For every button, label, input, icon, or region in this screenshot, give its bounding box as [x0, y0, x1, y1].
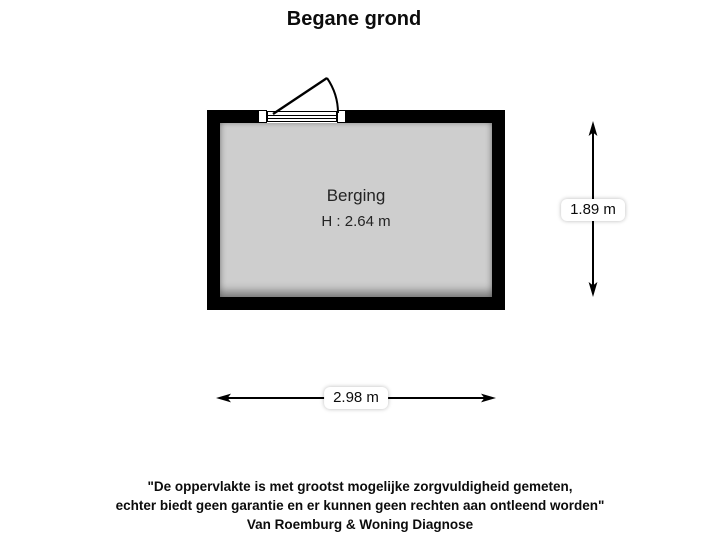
width-dimension-label: 2.98 m: [324, 387, 388, 409]
disclaimer-line-3: Van Roemburg & Woning Diagnose: [246, 517, 474, 532]
room-berging: [207, 110, 505, 310]
disclaimer: "De oppervlakte is met grootst mogelijke…: [0, 477, 720, 534]
disclaimer-line-1: "De oppervlakte is met grootst mogelijke…: [147, 479, 573, 494]
room-name-label: Berging: [326, 186, 386, 205]
room-ceiling-height-label: H : 2.64 m: [321, 213, 391, 230]
door-jamb-left: [258, 110, 267, 123]
door-jamb-right: [337, 110, 346, 123]
room-labels: Berging H : 2.64 m: [220, 185, 492, 231]
door-swing-icon: [272, 77, 339, 115]
window-symbol: [267, 111, 337, 122]
disclaimer-line-2: echter biedt geen garantie en er kunnen …: [115, 498, 605, 513]
page-title: Begane grond: [286, 8, 422, 30]
height-dimension-label: 1.89 m: [561, 199, 625, 221]
